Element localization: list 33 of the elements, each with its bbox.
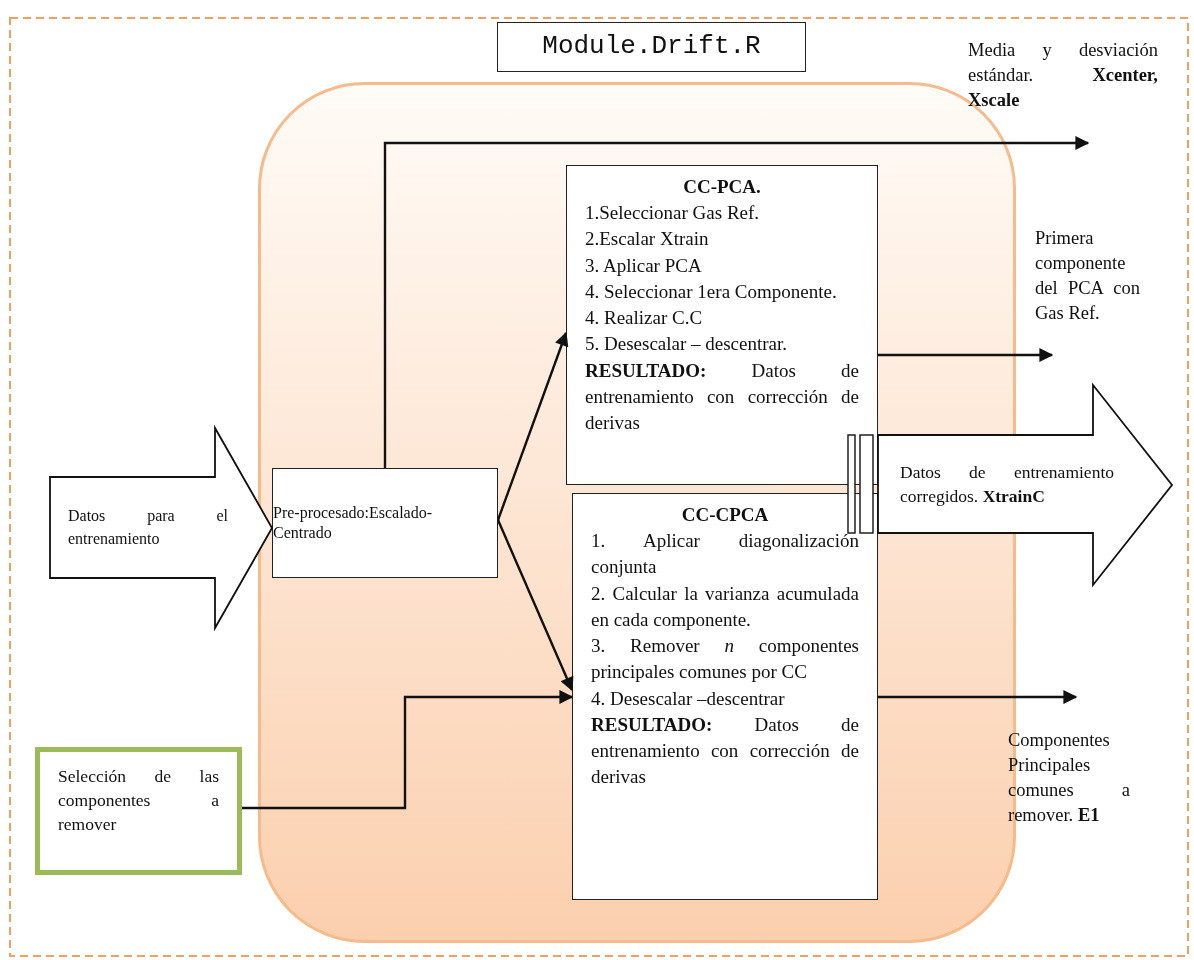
selection-box — [35, 747, 242, 875]
box-text: Selección de las componentes a remover — [58, 765, 219, 837]
step-text: 3. Remover n componentes principales comunes por CC — [591, 634, 859, 685]
output-note: Primera componente del PCA con Gas Ref. — [1035, 227, 1140, 325]
module-title: Module.Drift.R — [542, 30, 761, 64]
step-text: 2. Calcular la varianza acumulada en cada componente. — [591, 581, 859, 632]
step-text: 1. Aplicar diagonalización conjunta — [591, 529, 859, 580]
output-note: Componentes Principales comunes a remover. E1 — [1008, 729, 1130, 827]
process-box — [272, 468, 498, 578]
step-text: 2.Escalar Xtrain — [585, 227, 710, 252]
module-title-box — [497, 22, 806, 72]
arrow — [496, 519, 574, 692]
output-note: Media y desviación estándar. Xcenter, Xscale — [968, 39, 1158, 112]
step-text: RESULTADO: Datos de entrenamiento con corrección de derivas — [585, 358, 859, 435]
step-text: 4. Desescalar –descentrar — [591, 686, 786, 711]
process-box — [572, 493, 878, 900]
step-text: 4. Seleccionar 1era Componente. — [585, 279, 838, 304]
arrow — [878, 690, 1078, 704]
arrow — [496, 331, 569, 521]
step-text: RESULTADO: Datos de entrenamiento con corrección de derivas — [591, 712, 859, 790]
arrow — [242, 690, 574, 810]
arrow-text: Datos para el entrenamiento — [68, 506, 228, 549]
step-text: 5. Desescalar – descentrar. — [585, 332, 789, 357]
box-heading: CC-PCA. — [682, 175, 762, 199]
box-heading: CC-CPCA — [680, 503, 770, 527]
arrow — [878, 348, 1054, 362]
step-text: 4. Realizar C.C — [585, 306, 704, 331]
step-text: 3. Aplicar PCA — [585, 253, 703, 278]
arrow — [383, 136, 1090, 468]
arrow-text: Datos de entrenamiento corregidos. XtrainC — [900, 460, 1114, 508]
step-text: 1.Seleccionar Gas Ref. — [585, 201, 761, 226]
box-text: Pre-procesado:Escalado-Centrado — [273, 503, 434, 543]
process-box — [566, 165, 878, 485]
